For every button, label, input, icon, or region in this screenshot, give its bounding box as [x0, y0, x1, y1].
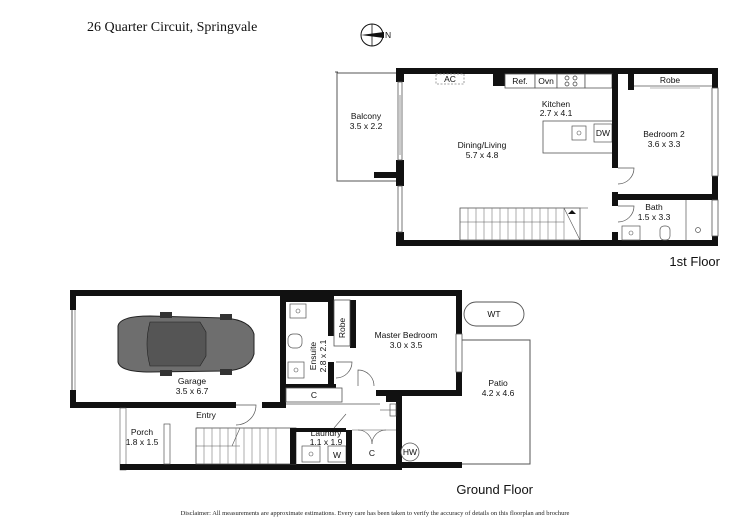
ground-floor-label: Ground Floor — [456, 482, 533, 497]
ensuite-dims: 2.8 x 2.1 — [318, 339, 328, 372]
master-bedroom-dims: 3.0 x 3.5 — [390, 340, 423, 350]
balcony-outline — [336, 72, 402, 182]
cupboard-c2-label: C — [369, 448, 375, 458]
water-tank-icon — [463, 301, 525, 327]
first-floor-stairs — [459, 207, 581, 241]
patio-name: Patio — [488, 378, 508, 388]
kitchen-name: Kitchen — [542, 99, 571, 109]
disclaimer: Disclaimer: All measurements are approxi… — [180, 510, 570, 517]
garage-name: Garage — [178, 376, 207, 386]
hot-water-label: HW — [403, 447, 417, 457]
room-labels: Balcony 3.5 x 2.2 Kitchen 2.7 x 4.1 Dini… — [126, 99, 685, 447]
hot-water-icon — [400, 442, 420, 462]
robe-lower-label: Robe — [337, 318, 347, 339]
robe-upper-label: Robe — [660, 75, 681, 85]
entry-name: Entry — [196, 410, 217, 420]
porch-name: Porch — [131, 427, 153, 437]
bedroom2-dims: 3.6 x 3.3 — [648, 139, 681, 149]
laundry-dims: 1.1 x 1.9 — [310, 437, 343, 447]
property-address: 26 Quarter Circuit, Springvale — [87, 20, 258, 35]
patio-dims: 4.2 x 4.6 — [482, 388, 515, 398]
balcony-dims: 3.5 x 2.2 — [350, 121, 383, 131]
laundry-name: Laundry — [311, 428, 342, 438]
fixture-labels: AC Ref. Ovn DW Robe Robe WT HW W C C — [311, 74, 680, 460]
bedroom2-name: Bedroom 2 — [643, 129, 685, 139]
dining-living-dims: 5.7 x 4.8 — [466, 150, 499, 160]
fridge-label: Ref. — [512, 76, 528, 86]
ground-floor-stairs — [195, 427, 297, 465]
first-floor-label: 1st Floor — [669, 254, 720, 269]
cupboard-c1-label: C — [311, 390, 317, 400]
bath-dims: 1.5 x 3.3 — [638, 212, 671, 222]
dishwasher-label: DW — [596, 128, 610, 138]
garage-dims: 3.5 x 6.7 — [176, 386, 209, 396]
balcony-name: Balcony — [351, 111, 382, 121]
compass-icon: N — [360, 23, 391, 47]
dining-living-name: Dining/Living — [458, 140, 507, 150]
compass-north-label: N — [385, 30, 391, 40]
master-bedroom-name: Master Bedroom — [375, 330, 438, 340]
bath-name: Bath — [645, 202, 663, 212]
porch-dims: 1.8 x 1.5 — [126, 437, 159, 447]
car-icon — [117, 312, 255, 376]
ac-label: AC — [444, 74, 456, 84]
first-floor-plan — [335, 68, 719, 246]
water-tank-label: WT — [487, 309, 500, 319]
oven-label: Ovn — [538, 76, 554, 86]
ensuite-name: Ensuite — [308, 342, 318, 371]
washer-label: W — [333, 450, 341, 460]
kitchen-dims: 2.7 x 4.1 — [540, 108, 573, 118]
ground-floor-plan — [70, 290, 531, 471]
